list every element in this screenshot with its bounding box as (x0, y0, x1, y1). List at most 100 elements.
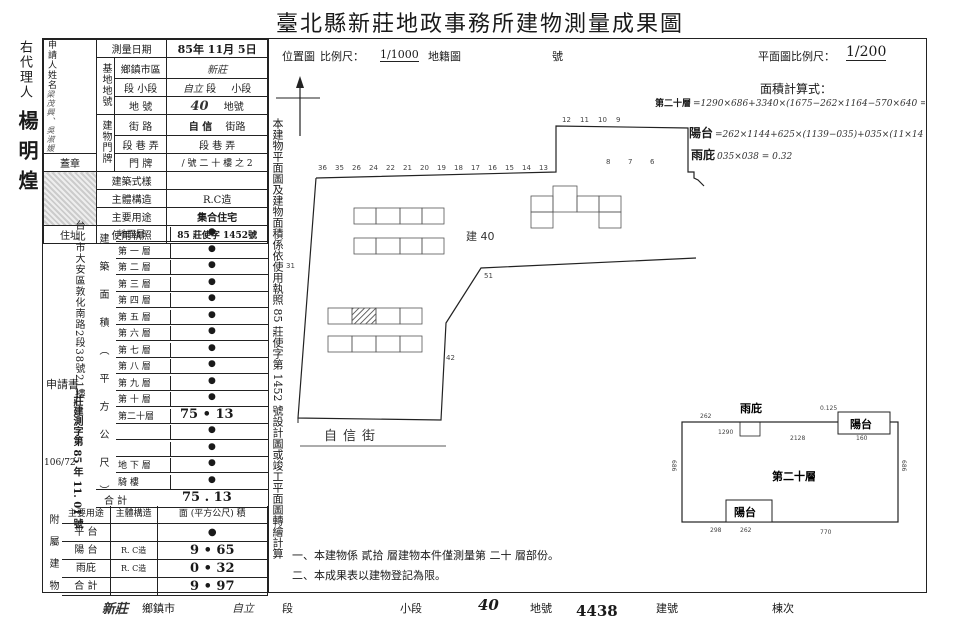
land-value: 40 (190, 98, 209, 114)
plan-dimension: 686 (900, 460, 907, 472)
attach-struct: R. C造 (111, 542, 158, 559)
attach-area: 0 • 32 (158, 560, 268, 577)
vertical-note: 本建物平面圖及建物面積係依使用執照 85 莊使字第 1452 號設計圖或竣工平面… (271, 118, 284, 559)
struct-value: R.C造 (166, 189, 268, 208)
agent-label: 右代理人 (17, 40, 32, 100)
floor-value: ● (208, 293, 216, 303)
attach-row: 平 台● (62, 524, 268, 542)
calc-label: 陽台 (689, 126, 714, 140)
floor-row: 騎 樓● (116, 473, 268, 490)
floor-row: 第 六 層● (116, 324, 268, 341)
attach-header: 主要用途 (62, 506, 111, 523)
use-label: 主要用途 (95, 207, 168, 226)
calc-line: 第二十層=1290×686+3340×(1675−262×1164−570×64… (655, 96, 925, 124)
plan-dimension: 686 (670, 460, 677, 472)
floor-value: ● (208, 309, 216, 320)
note-line: 一、本建物係 貳拾 層建物本件僅測量第 二十 層部份。 (292, 549, 559, 562)
cadastral-label: 地籍圖 (428, 50, 461, 63)
applicant-names: 梁茂興、吳淑媛 (46, 90, 55, 153)
app-no-side: 106/72 (44, 458, 76, 468)
frame-bottom (42, 592, 927, 593)
footer-land-suffix: 地號 (530, 602, 552, 615)
balcony-top-label: 陽台 (850, 417, 872, 431)
calc-label: 第二十層 (655, 99, 692, 109)
floor-row: 第 五 層 ● (116, 308, 268, 325)
lot-number: 7 (628, 158, 632, 166)
floor-name: 第 三 層 (118, 276, 171, 291)
calc-lines: 第二十層=1290×686+3340×(1675−262×1164−570×64… (655, 96, 925, 168)
rain-cover-box (739, 421, 761, 437)
floor-name: 第 七 層 (118, 342, 171, 357)
attach-area: 9 • 97 (158, 578, 268, 595)
floor-value: ● (208, 243, 216, 254)
rain-label: 雨庇 (740, 401, 762, 415)
attach-header-row: 主要用途主體構造面 (平方公尺) 積 (62, 506, 268, 524)
floor-name: 第 四 層 (118, 293, 171, 307)
footer-district: 新莊 (102, 602, 129, 617)
attach-use: 雨庇 (62, 560, 111, 577)
building-block-b (530, 185, 622, 229)
app-no-label: 申請書 (46, 378, 79, 391)
floor-row: 第 四 層 ● (116, 291, 268, 308)
survey-date-label: 測量日期 (95, 39, 168, 58)
lot-number: 24 (369, 164, 378, 172)
applicant-header: 申請人姓名 (46, 40, 56, 90)
style-label: 建築式樣 (95, 171, 168, 190)
lot-boundary (297, 177, 697, 421)
plan-dimension: 262 (740, 527, 752, 534)
balcony-bottom-label: 陽台 (734, 505, 756, 519)
door-no-label: 門 牌 (113, 153, 168, 172)
footer-section-suffix: 段 (282, 602, 293, 615)
lane-label: 段 巷 弄 (113, 135, 168, 154)
address-value: 台北市大安區敦化南路2段38號21樓 (73, 220, 84, 400)
floor-name (118, 441, 171, 456)
lot-boundary-top (315, 125, 705, 187)
floor-name: 第 六 層 (118, 326, 171, 340)
lot-number: 10 (598, 116, 607, 124)
land-label: 地 號 (113, 96, 168, 115)
attach-struct: R. C造 (111, 560, 158, 577)
floor-name: 第二十層 (118, 408, 171, 423)
plan-scale-label: 平面圖比例尺： (758, 50, 835, 63)
lot-number: 16 (488, 164, 497, 172)
lot-number: 36 (318, 164, 327, 172)
floor-name: 第 五 層 (118, 309, 171, 324)
lot-number: 42 (446, 354, 455, 362)
floor-value: ● (208, 276, 216, 287)
floor-value: ● (208, 375, 216, 386)
calc-header: 面積計算式： (760, 82, 833, 96)
total-value: 75 . 13 (182, 490, 232, 505)
lot-number: 17 (471, 164, 480, 172)
door-label: 建物門牌 (100, 119, 111, 164)
calc-label: 雨庇 (691, 148, 716, 162)
land-suffix: 地號 (223, 101, 244, 113)
total-row: 合 計 75 . 13 (96, 489, 268, 508)
floor-row: 第 二 層● (116, 258, 268, 275)
address-label: 住址 (43, 225, 97, 244)
frame-right (926, 38, 927, 592)
floor-name: 第 二 層 (118, 260, 171, 274)
lot-number: 15 (505, 164, 514, 172)
plan-dimension: 298 (710, 527, 722, 534)
footer-build-suffix: 建號 (656, 602, 678, 615)
lot-number: 11 (580, 116, 589, 124)
north-arrow-icon (296, 76, 304, 88)
attach-area: ● (158, 524, 268, 541)
section-value: 自立 (182, 84, 203, 95)
lot-number: 6 (650, 158, 655, 166)
form-divider (268, 38, 269, 592)
app-no-value: 莊建測字第 85 年 11. 01 號 (71, 396, 82, 529)
balcony-top-box (837, 411, 891, 435)
calc-formula: =1290×686+3340×(1675−262×1164−570×640 = … (693, 99, 925, 109)
floor-label: 第二十層 (772, 469, 816, 483)
footer-sheet-suffix: 棟次 (772, 602, 794, 615)
plan-dimension: 2128 (790, 435, 805, 442)
floor-value: 75 • 13 (180, 406, 234, 422)
location-label: 位置圖 (282, 50, 315, 63)
attach-use: 陽 台 (62, 542, 111, 559)
